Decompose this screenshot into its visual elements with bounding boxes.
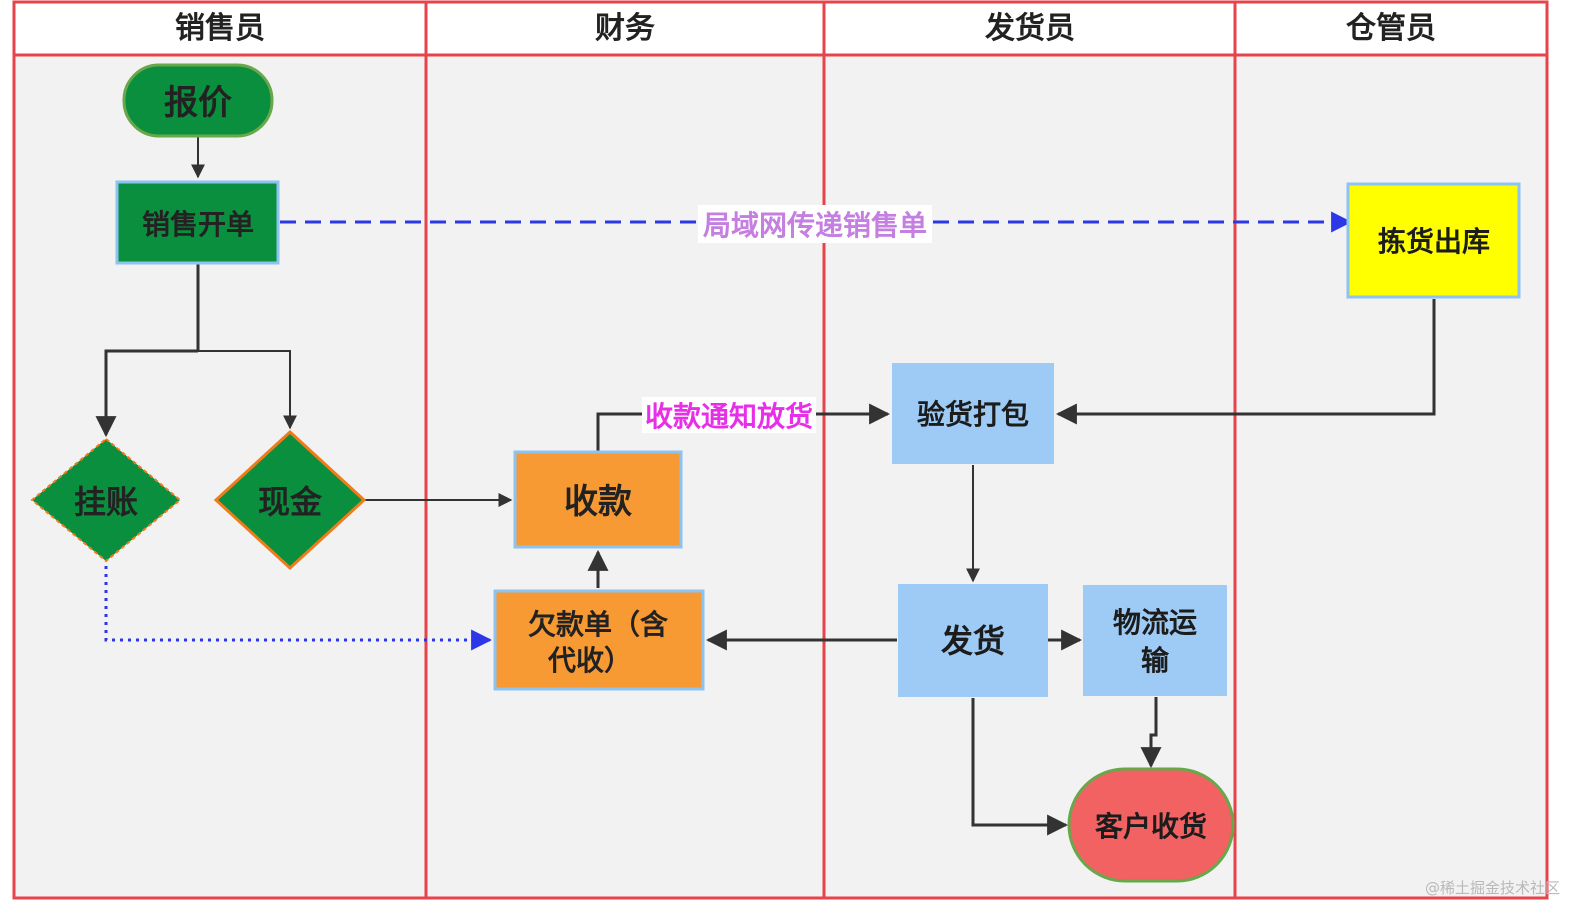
logistics-shape [1083,585,1227,696]
logistics-label-line1: 物流运 [1113,606,1197,639]
edge-on-account-to-iou [104,566,493,651]
lane-grid [12,0,1549,900]
edge-order-to-on-account [95,349,198,438]
on-account-shape [30,437,182,563]
edge-label-bg-lan [698,205,932,243]
on-account-label: 挂账 [74,483,138,521]
lane-title-finance: 财务 [595,11,655,46]
receive-payment-shape [513,450,683,549]
inspect-pack-label: 验货打包 [917,398,1029,431]
inspect-pack-shape [892,363,1054,464]
sales-order-shape [115,180,280,265]
node-cash[interactable]: 现金 [213,429,367,571]
edge-ship-to-customer [971,698,1069,836]
edge-label-lan-transfer: 局域网传递销售单 [703,209,927,242]
edge-order-to-cash [198,350,297,430]
ship-shape [898,584,1048,697]
node-customer-receive[interactable]: 客户收货 [1067,767,1235,883]
quote-shape [122,63,274,138]
pick-stock-shape [1346,182,1521,299]
lane-header-background [14,2,1547,55]
watermark: @稀土掘金技术社区 [1425,879,1560,897]
edge-label-payment-notice: 收款通知放货 [645,400,813,433]
iou-label-line2: 代收） [547,644,632,677]
node-ship[interactable]: 发货 [898,584,1048,697]
iou-shape [493,589,705,691]
customer-receive-label: 客户收货 [1095,810,1207,843]
iou-label-line1: 欠款单（含 [528,608,669,641]
lane-title-warehouse: 仓管员 [1346,11,1436,46]
node-pick-stock[interactable]: 拣货出库 [1346,182,1521,299]
node-logistics[interactable]: 物流运 输 [1083,585,1227,696]
node-iou[interactable]: 欠款单（含 代收） [493,589,705,691]
edge-pick-to-inspect [1055,299,1436,425]
node-receive-payment[interactable]: 收款 [513,450,683,549]
logistics-label-line2: 输 [1141,644,1170,677]
ship-label: 发货 [941,622,1005,660]
node-sales-order[interactable]: 销售开单 [115,180,280,265]
sales-order-label: 销售开单 [142,208,254,241]
cash-shape [213,429,367,571]
customer-receive-shape [1067,767,1235,883]
pick-stock-label: 拣货出库 [1378,225,1490,258]
lane-title-shipper: 发货员 [984,11,1075,46]
lane-title-sales: 销售员 [175,11,265,46]
node-quote[interactable]: 报价 [122,63,274,138]
edge-logistics-to-customer [1140,697,1162,769]
receive-payment-label: 收款 [564,482,632,522]
node-on-account[interactable]: 挂账 [30,437,182,563]
edge-label-bg-payment [642,397,816,433]
cash-label: 现金 [258,483,323,521]
edge-payment-up [596,412,642,451]
node-inspect-pack[interactable]: 验货打包 [892,363,1054,464]
quote-label: 报价 [164,83,232,123]
